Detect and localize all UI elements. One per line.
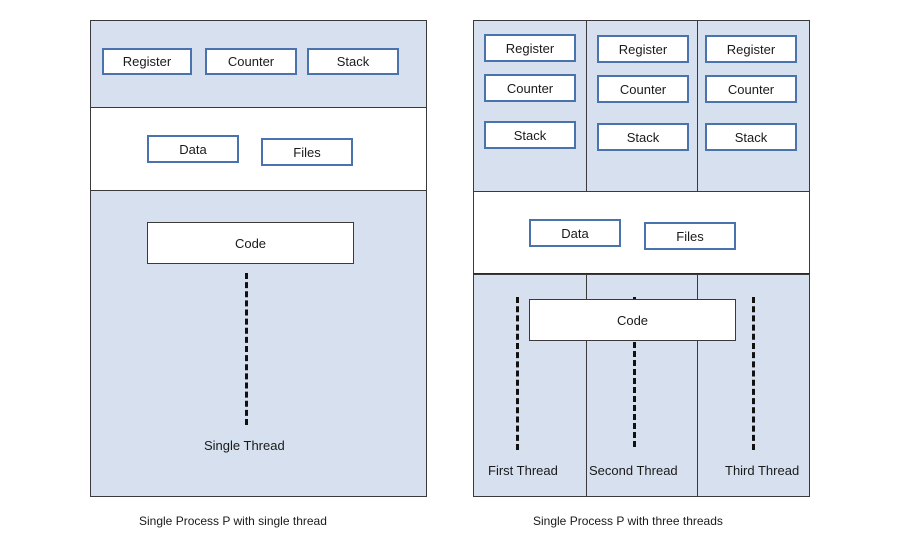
right-files-box: Files bbox=[644, 222, 736, 250]
thread3-counter-box: Counter bbox=[705, 75, 797, 103]
third-thread-label: Third Thread bbox=[725, 463, 800, 478]
single-thread-label: Single Thread bbox=[204, 438, 285, 453]
thread2-register-box: Register bbox=[597, 35, 689, 63]
third-thread-line bbox=[752, 297, 755, 450]
thread3-stack-box: Stack bbox=[705, 123, 797, 151]
thread2-counter-box: Counter bbox=[597, 75, 689, 103]
thread-divider-2-top bbox=[697, 20, 698, 192]
thread-divider-1-bottom bbox=[586, 274, 587, 497]
thread1-register-box: Register bbox=[484, 34, 576, 62]
left-register-box: Register bbox=[102, 48, 192, 75]
left-data-box: Data bbox=[147, 135, 239, 163]
right-code-box: Code bbox=[529, 299, 736, 341]
left-shared-section bbox=[90, 107, 427, 191]
left-code-box: Code bbox=[147, 222, 354, 264]
second-thread-line bbox=[633, 297, 636, 447]
second-thread-label: Second Thread bbox=[589, 463, 678, 478]
left-files-box: Files bbox=[261, 138, 353, 166]
thread-divider-1-top bbox=[586, 20, 587, 192]
right-caption: Single Process P with three threads bbox=[533, 514, 723, 528]
thread1-counter-box: Counter bbox=[484, 74, 576, 102]
single-thread-line bbox=[245, 273, 248, 425]
left-caption: Single Process P with single thread bbox=[139, 514, 327, 528]
thread1-stack-box: Stack bbox=[484, 121, 576, 149]
left-stack-box: Stack bbox=[307, 48, 399, 75]
right-data-box: Data bbox=[529, 219, 621, 247]
first-thread-label: First Thread bbox=[488, 463, 558, 478]
left-counter-box: Counter bbox=[205, 48, 297, 75]
thread2-stack-box: Stack bbox=[597, 123, 689, 151]
first-thread-line bbox=[516, 297, 519, 450]
thread-divider-2-bottom bbox=[697, 274, 698, 497]
thread3-register-box: Register bbox=[705, 35, 797, 63]
right-shared-section bbox=[473, 191, 810, 275]
